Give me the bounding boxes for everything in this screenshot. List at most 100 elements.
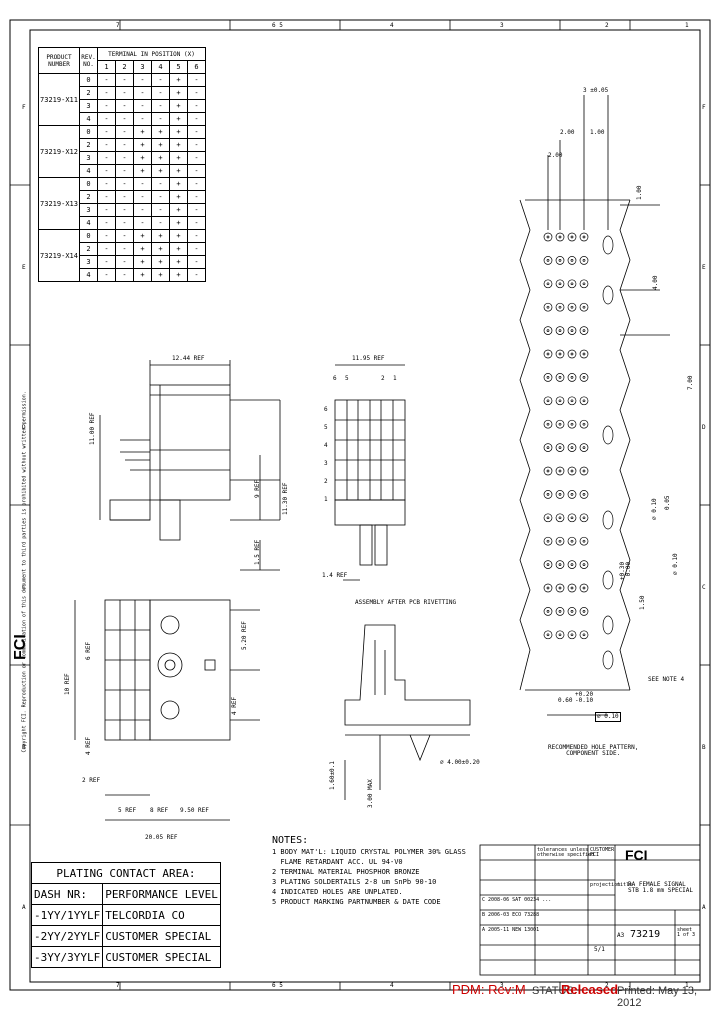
pcb-hole — [567, 490, 577, 499]
dim-label: 1.4 REF — [322, 572, 348, 579]
note-item: 2 TERMINAL MATERIAL PHOSPHOR BRONZE — [272, 868, 420, 876]
pcb-hole-center — [570, 305, 574, 309]
pcb-hole-center — [546, 563, 550, 566]
position-cell: + — [151, 138, 170, 152]
grid-col-label: 3 — [500, 22, 504, 29]
title-block-lines — [479, 844, 701, 976]
position-cell: - — [115, 255, 134, 269]
dim-label: ⌀ 4.00±0.20 — [440, 759, 480, 766]
rev-number: 2 — [79, 138, 98, 152]
pcb-hole-center — [558, 235, 562, 239]
notes-block: NOTES: 1 BODY MAT'L: LIQUID CRYSTAL POLY… — [272, 835, 472, 906]
pcb-hole-center — [546, 282, 550, 286]
title-label: title — [617, 882, 633, 888]
pcb-hole — [543, 302, 553, 312]
product-number: 73219-X11 — [38, 73, 80, 126]
pcb-hole — [579, 490, 589, 499]
sheet-number: sheet 1 of 3 — [677, 927, 696, 938]
pcb-hole — [579, 466, 589, 476]
pcb-hole-center — [546, 539, 550, 543]
dim-label: 10 REF — [64, 673, 71, 695]
pcb-hole-center — [546, 352, 550, 356]
dim-label: 2.00 — [548, 152, 563, 159]
grid-col-label: 2 — [605, 22, 609, 29]
grid-col-label: 7 — [116, 22, 120, 29]
pcb-hole — [543, 232, 553, 242]
dim-label: 1.50 — [639, 595, 646, 610]
note-item: 3 PLATING SOLDERTAILS 2-8 um SnPb 90-10 — [272, 878, 437, 886]
pcb-hole-center — [582, 516, 586, 520]
position-cell: - — [115, 268, 134, 282]
position-cell: - — [115, 99, 134, 113]
position-cell: + — [133, 151, 152, 165]
position-cell: - — [97, 151, 116, 165]
position-cell: - — [115, 229, 134, 243]
position-cell: + — [169, 268, 188, 282]
position-cell: - — [151, 177, 170, 191]
pcb-hole-center — [546, 586, 550, 590]
dim-label: 2.00 — [560, 129, 575, 136]
note-item: FLAME RETARDANT ACC. UL 94-V0 — [272, 858, 403, 866]
pcb-hole — [555, 560, 565, 569]
row-number: 3 — [324, 460, 328, 467]
position-cell: - — [97, 255, 116, 269]
pcb-hole — [579, 560, 589, 569]
pcb-hole-center — [546, 305, 550, 309]
header-number: 2 — [381, 375, 385, 382]
pcb-hole — [543, 419, 553, 429]
grid-col-label: 2 — [605, 982, 609, 989]
pcb-hole-center — [582, 586, 586, 590]
position-cell: + — [169, 255, 188, 269]
table-row: 4--+++- — [39, 268, 206, 282]
dash-number: -1YY/1YYLF — [30, 904, 104, 926]
grid-row-label: C — [702, 584, 706, 591]
side-view — [99, 360, 281, 571]
grid-row-label: E — [702, 264, 706, 271]
rev-number: 0 — [79, 177, 98, 191]
row-number: 1 — [324, 496, 328, 503]
pcb-hole — [567, 373, 577, 382]
dim-label: 3 ±0.05 — [583, 87, 609, 94]
position-cell: + — [133, 229, 152, 243]
position-cell: - — [133, 203, 152, 217]
dim-label: 1.5 REF — [254, 539, 261, 565]
position-cell: + — [133, 125, 152, 139]
pcb-hole — [579, 607, 589, 616]
grid-col-label: 1 — [685, 22, 689, 29]
dim-label: 4 REF — [85, 736, 92, 755]
dim-label: 11.00 REF — [89, 412, 96, 445]
position-cell: + — [133, 255, 152, 269]
pcb-hole — [579, 443, 589, 452]
rev-number: 3 — [79, 203, 98, 217]
pcb-hole-center — [570, 586, 574, 590]
position-cell: - — [151, 203, 170, 217]
dim-label: 4 REF — [231, 696, 238, 715]
pcb-hole — [579, 232, 589, 242]
pcb-hole-center — [570, 282, 574, 286]
position-cell: + — [151, 242, 170, 256]
pcb-hole — [543, 443, 553, 452]
table-row: 4----+- — [39, 112, 206, 126]
dim-label: 5.20 REF — [241, 621, 248, 650]
header-number: 6 — [333, 375, 337, 382]
position-cell: - — [97, 125, 116, 139]
pcb-hole-center — [582, 376, 586, 379]
position-header: 5 — [169, 60, 188, 74]
pcb-hole-center — [546, 610, 550, 613]
pcb-hole — [555, 349, 565, 359]
position-cell: - — [133, 177, 152, 191]
position-cell: - — [97, 190, 116, 204]
pcb-hole — [555, 279, 565, 289]
pcb-hole — [543, 583, 553, 593]
svg-text:FCI: FCI — [12, 634, 29, 660]
hole-pattern-caption: RECOMMENDED HOLE PATTERN, COMPONENT SIDE… — [548, 744, 639, 757]
pcb-hole — [567, 583, 577, 593]
note-item: 4 INDICATED HOLES ARE UNPLATED. — [272, 888, 403, 896]
grid-row-label: C — [22, 584, 26, 591]
grid-col-label: 3 — [500, 982, 504, 989]
position-cell: - — [187, 99, 206, 113]
grid-col-label: 1 — [685, 982, 689, 989]
pcb-hole — [579, 419, 589, 429]
